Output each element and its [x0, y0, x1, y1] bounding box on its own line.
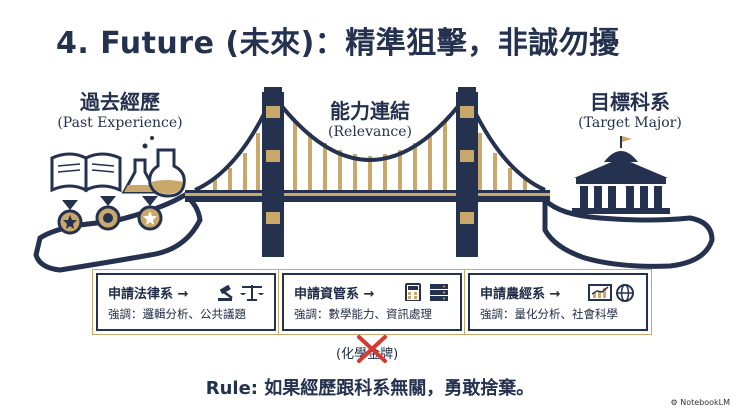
bridge-suspenders — [213, 120, 527, 190]
target-major-title: 目標科系 — [590, 90, 670, 114]
relevance-title: 能力連結 — [330, 99, 410, 123]
chemistry-flasks-icon — [121, 136, 186, 198]
im-application-focus: 強調：數學能力、資訊處理 — [294, 307, 432, 321]
brand-icon: ⚙ — [670, 398, 681, 407]
agri-econ-application-focus: 強調：量化分析、社會科學 — [480, 307, 618, 321]
past-experience-subtitle: (Past Experience) — [57, 115, 183, 131]
target-major-label: 目標科系 (Target Major) — [540, 86, 720, 131]
main-cable — [271, 93, 469, 162]
right-cliff — [542, 193, 715, 269]
left-cliff — [33, 191, 203, 273]
law-application-card: 申請法律系 → 強調：邏輯分析、公共議題 — [96, 273, 276, 331]
gavel-scale-icon — [218, 284, 264, 301]
medals-icon — [57, 196, 163, 235]
law-application-title: 申請法律系 → — [108, 287, 189, 302]
calculator-server-icon — [405, 283, 448, 301]
page-title: 4. Future (未來)：精準狙擊，非誠勿擾 — [56, 26, 620, 61]
brand-watermark: ⚙ NotebookLM — [670, 398, 730, 407]
left-tower — [262, 87, 284, 257]
bridge-deck-stripe — [185, 193, 550, 196]
university-building-icon — [572, 136, 670, 214]
agri-econ-application-card: 申請農經系 → 強調：量化分析、社會科學 — [468, 273, 648, 331]
past-experience-title: 過去經歷 — [80, 90, 160, 114]
open-book-icon — [50, 152, 122, 193]
past-experience-label: 過去經歷 (Past Experience) — [30, 86, 210, 131]
red-cross-icon — [357, 335, 387, 363]
relevance-subtitle: (Relevance) — [328, 124, 412, 140]
law-application-focus: 強調：邏輯分析、公共議題 — [108, 307, 246, 321]
relevance-label: 能力連結 (Relevance) — [290, 95, 450, 140]
left-back-cable — [194, 94, 275, 192]
im-application-title: 申請資管系 → — [294, 287, 375, 302]
right-tower — [456, 87, 478, 257]
agri-econ-application-title: 申請農經系 → — [480, 287, 561, 302]
im-application-card: 申請資管系 → 強調：數學能力、資訊處理 — [282, 273, 462, 331]
brand-name: NotebookLM — [680, 398, 730, 407]
rule-statement: Rule: 如果經歷跟科系無關，勇敢捨棄。 — [205, 378, 535, 399]
chart-globe-icon — [588, 284, 634, 302]
target-major-subtitle: (Target Major) — [578, 115, 682, 131]
